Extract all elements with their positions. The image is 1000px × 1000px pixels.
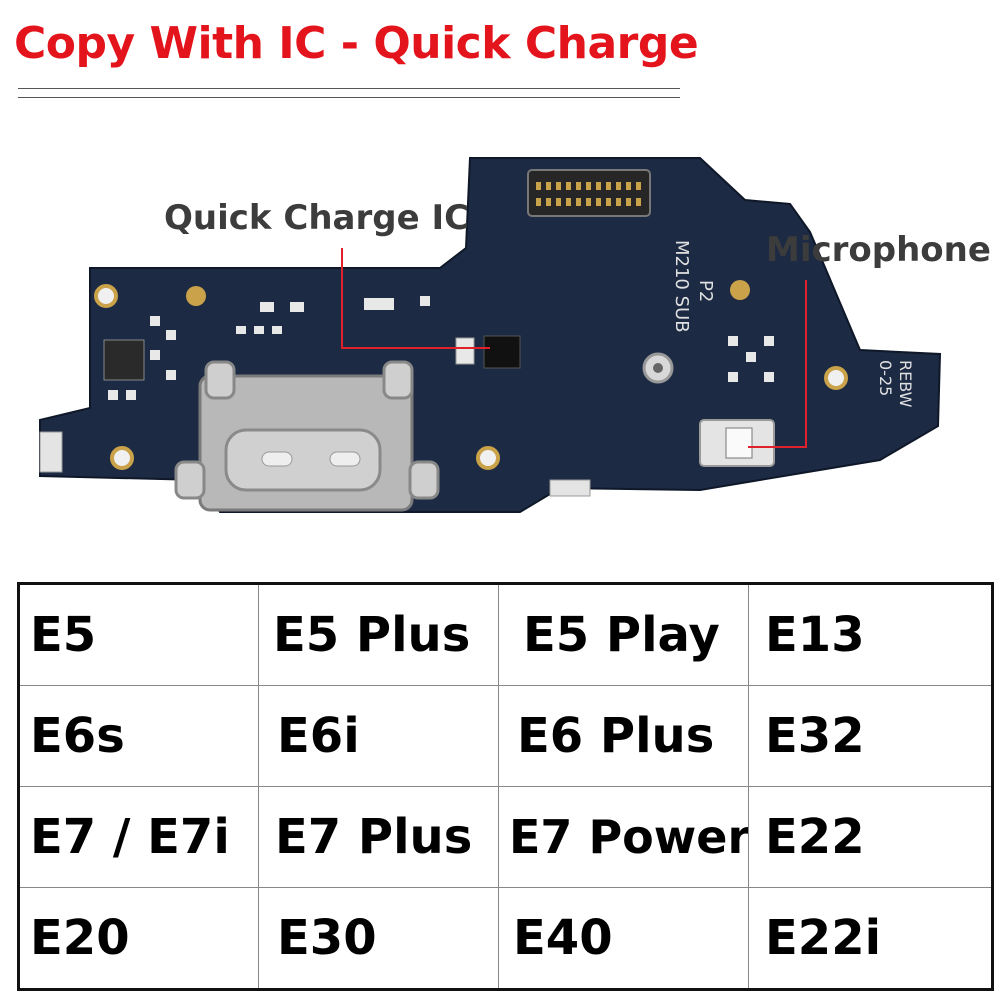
model-cell: E22 <box>748 786 993 888</box>
title-divider-top <box>18 88 680 89</box>
model-cell: E22i <box>748 887 993 990</box>
fpc-connector <box>527 169 651 217</box>
model-cell: E6i <box>258 685 499 787</box>
silkscreen-revision: P2 <box>695 280 716 302</box>
model-cell: E6 Plus <box>498 685 749 787</box>
silkscreen-model: M210 SUB <box>671 240 692 333</box>
quick-charge-ic-chip <box>483 335 521 369</box>
table-row: E20 E30 E40 E22i <box>18 887 993 990</box>
title-divider-bottom <box>18 97 680 98</box>
silkscreen-date: 0-25 <box>876 360 895 396</box>
microphone-callout-line <box>748 280 807 448</box>
model-cell: E13 <box>748 583 993 686</box>
model-cell: E6s <box>18 685 259 787</box>
page-title: Copy With IC - Quick Charge <box>14 18 699 69</box>
model-cell: E5 Plus <box>258 583 499 686</box>
compatible-models-table: E5 E5 Plus E5 Play E13 E6s E6i E6 Plus E… <box>17 582 994 991</box>
quick-charge-ic-label: Quick Charge IC <box>164 198 470 238</box>
model-cell: E32 <box>748 685 993 787</box>
model-cell: E20 <box>18 887 259 990</box>
table-row: E5 E5 Plus E5 Play E13 <box>18 583 993 686</box>
model-cell: E7 / E7i <box>18 786 259 888</box>
model-cell: E7 Plus <box>258 786 499 888</box>
table-row: E7 / E7i E7 Plus E7 Power E22 <box>18 786 993 888</box>
smd-components <box>103 296 774 400</box>
model-cell: E5 Play <box>498 583 749 686</box>
microphone-label: Microphone <box>766 230 991 270</box>
model-cell: E7 Power <box>498 786 749 888</box>
model-cell: E5 <box>18 583 259 686</box>
usb-c-port <box>174 360 440 512</box>
model-cell: E30 <box>258 887 499 990</box>
pcb-photo: M210 SUB P2 0-25 REBW <box>0 140 1000 560</box>
model-cell: E40 <box>498 887 749 990</box>
charging-port-board-image: M210 SUB P2 0-25 REBW <box>39 157 942 513</box>
mounting-holes <box>94 280 848 470</box>
table-row: E6s E6i E6 Plus E32 <box>18 685 993 787</box>
silkscreen-code: REBW <box>896 360 915 408</box>
quick-charge-callout-line <box>341 248 490 349</box>
